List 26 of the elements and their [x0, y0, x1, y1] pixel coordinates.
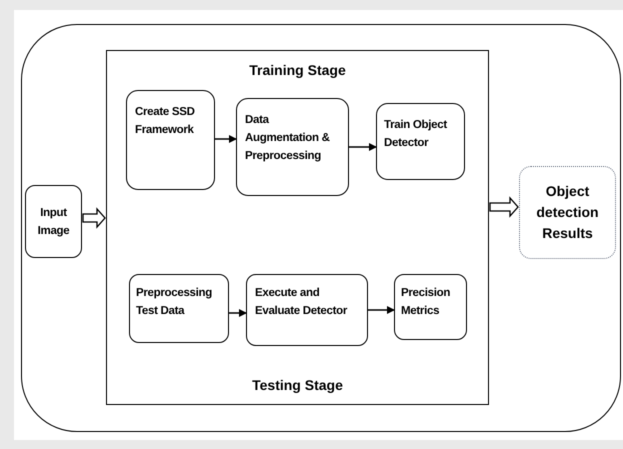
process-box: [519, 166, 616, 259]
box-label: Input Image: [36, 206, 70, 238]
stage-title: Testing Stage: [252, 376, 343, 395]
box-label: Train Object Detector: [384, 118, 448, 151]
process-box: [126, 90, 215, 190]
arrow: [349, 143, 377, 151]
arrow: [215, 135, 237, 143]
arrow: [368, 306, 395, 314]
stage-frame: [106, 50, 489, 405]
box-label: Execute and Evaluate Detector: [255, 286, 348, 319]
box-label: Create SSD Framework: [135, 105, 196, 138]
box-label: Object detection Results: [535, 182, 600, 243]
stage-title: Training Stage: [249, 61, 346, 80]
box-label: Data Augmentation & Preprocessing: [245, 113, 331, 164]
rounded-frame: [21, 24, 621, 432]
box-label: Precision Metrics: [401, 286, 452, 319]
block-arrow: [489, 196, 519, 218]
process-box: [394, 274, 467, 340]
process-box: [129, 274, 229, 343]
box-label: Preprocessing Test Data: [136, 286, 213, 319]
process-box: [236, 98, 349, 196]
process-box: [25, 185, 82, 258]
process-box: [376, 103, 465, 180]
arrow: [229, 309, 247, 317]
process-box: [246, 274, 368, 346]
block-arrow: [82, 207, 106, 229]
